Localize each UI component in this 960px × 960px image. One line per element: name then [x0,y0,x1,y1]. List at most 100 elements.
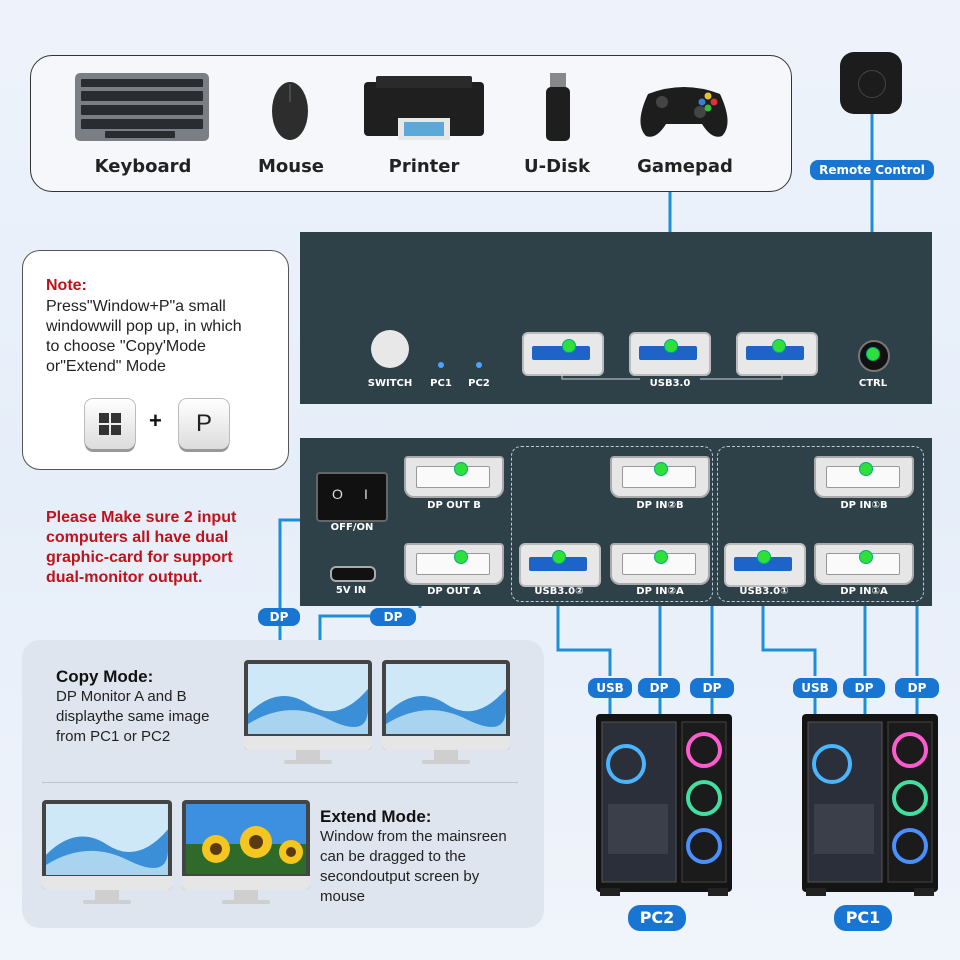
monitor-stand [95,890,119,900]
power-in-label: 5V IN [335,585,367,596]
gamepad-label: Gamepad [637,156,733,177]
dp-in1-b-label: DP IN①B [840,500,888,511]
pc2-label: PC2 [628,905,686,931]
monitor-chin [244,736,372,750]
ctrl-label: CTRL [858,378,888,389]
sunflower-wallpaper-icon [186,804,306,874]
monitor-a-icon [244,660,372,750]
power-off-symbol: O [332,486,343,502]
windows-key-icon [85,399,135,449]
mode-divider [42,782,518,783]
monitor-b-icon [382,660,510,750]
dp-tag: DP [895,678,939,698]
usb-pc1-label: USB3.0① [739,586,789,597]
monitor-stand [434,750,458,760]
dp-out-a-port [404,543,504,585]
dp-tag: DP [638,678,680,698]
wave-wallpaper-icon [386,664,506,734]
pc1-port-group [717,446,924,602]
udisk-label: U-Disk [524,156,590,177]
usb-pc2-label: USB3.0② [534,586,584,597]
pc2-led [476,362,482,368]
monitor-chin [42,876,172,890]
copy-mode-line: DP Monitor A and B [56,688,187,705]
usb3-label: USB3.0 [640,378,700,389]
port-dot [866,347,880,361]
switch-button [371,330,409,368]
copy-mode-line: displaythe same image [56,708,210,725]
warning-line: Please Make sure 2 input [46,509,237,526]
dp-out-a-label: DP OUT A [427,586,481,597]
usb-tag: USB [793,678,837,698]
monitor-chin [382,736,510,750]
extend-mode-line: mouse [320,888,366,905]
extend-mode-line: can be dragged to the [320,848,466,865]
dp-in1-a-label: DP IN①A [840,586,888,597]
port-dot [664,339,678,353]
monitor-main-icon [42,800,172,890]
wave-wallpaper-icon [46,804,168,876]
note-line: windowwill pop up, in which [46,318,242,335]
warning-line: computers all have dual [46,529,229,546]
note-line: Press"Window+P"a small [46,298,226,315]
copy-mode-text: DP Monitor A and B displaythe same image… [56,687,246,747]
pc2-tower-icon [596,714,732,896]
port-dot [859,462,873,476]
monitor-extended-icon [182,800,310,890]
mouse-icon [272,82,308,140]
p-key: P [179,399,229,449]
note-line: or"Extend" Mode [46,358,166,375]
extend-mode-line: Window from the mainsreen [320,828,507,845]
port-dot [772,339,786,353]
usb-tag: USB [588,678,632,698]
note-title: Note: [46,277,87,294]
keyboard-icon [75,73,209,141]
gamepad-icon [640,87,728,137]
dp-tag: DP [690,678,734,698]
pc1-led-label: PC1 [430,378,452,389]
port-dot [654,462,668,476]
warning-line: dual-monitor output. [46,569,203,586]
kvm-front-panel [300,232,932,404]
extend-mode-title: Extend Mode: [320,807,432,826]
pc2-port-group [511,446,713,602]
monitor-base [284,760,332,764]
windows-logo-icon [99,413,121,435]
pc1-led [438,362,444,368]
dp-tag: DP [258,608,300,626]
pc1-label: PC1 [834,905,892,931]
dp-tag: DP [843,678,885,698]
port-dot [562,339,576,353]
front-usb-port-1 [522,332,604,376]
port-dot [552,550,566,564]
monitor-base [422,760,470,764]
monitor-base [83,900,131,904]
monitor-chin [182,876,310,890]
plus-sign: + [149,408,162,433]
dp-out-b-label: DP OUT B [427,500,481,511]
mouse-label: Mouse [257,156,324,177]
dp-in1-a-port [814,543,914,585]
note-line: to choose "Copy'Mode [46,338,206,355]
keyboard-label: Keyboard [94,156,192,177]
port-dot [454,462,468,476]
monitor-stand [234,890,258,900]
wave-wallpaper-icon [248,664,368,734]
switch-label: SWITCH [367,378,413,389]
remote-control-tag: Remote Control [810,160,934,180]
warning-line: graphic-card for support [46,549,233,566]
dp-out-b-port [404,456,504,498]
printer-icon [364,76,484,140]
pc2-led-label: PC2 [468,378,490,389]
port-dot [454,550,468,564]
usb-c-power-port [330,566,376,582]
port-dot [859,550,873,564]
note-text: Press"Window+P"a small windowwill pop up… [46,297,286,377]
dp-in2-b-label: DP IN②B [636,500,684,511]
power-on-symbol: I [364,486,368,502]
port-dot [757,550,771,564]
remote-control-button-icon [840,52,902,114]
usb-drive-icon [546,73,570,141]
monitor-base [222,900,270,904]
monitor-stand [296,750,320,760]
